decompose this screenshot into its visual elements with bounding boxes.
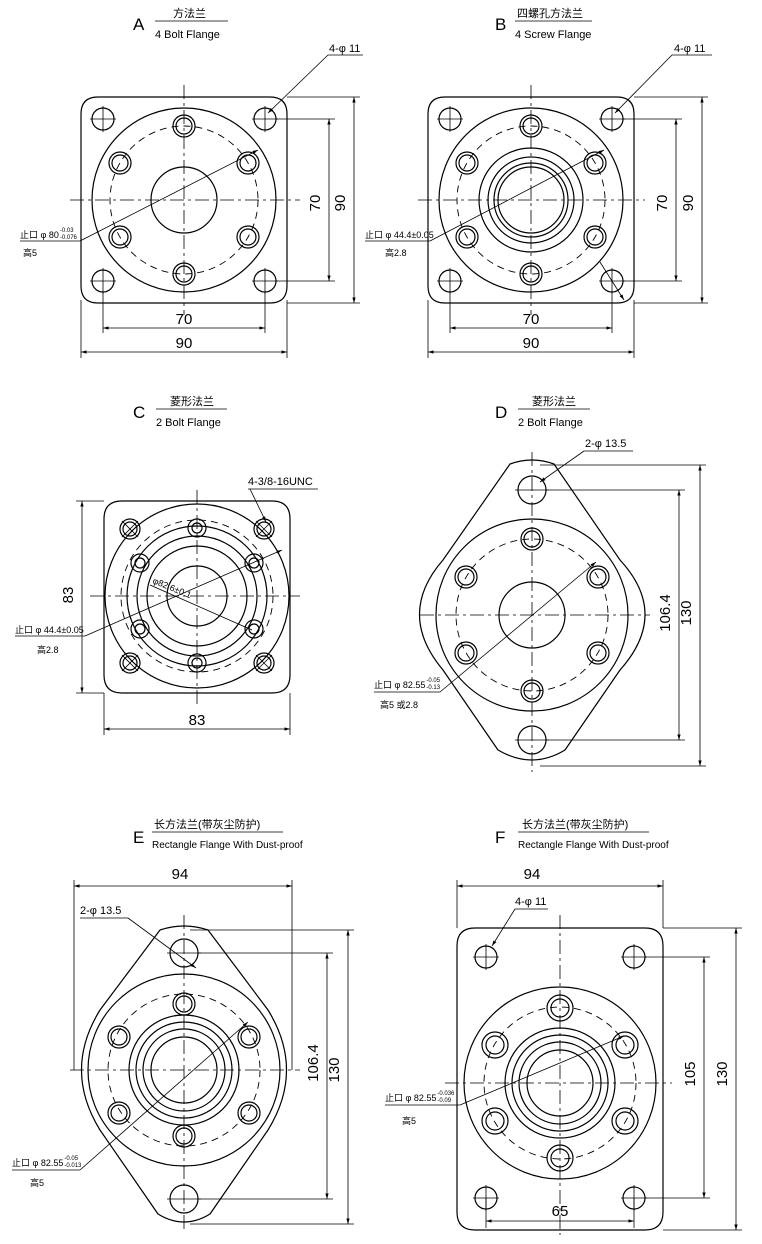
panel-f-letter: F — [495, 828, 505, 847]
panel-e-title-cn: 长方法兰(带灰尘防护) — [154, 817, 260, 831]
panel-a-title-en: 4 Bolt Flange — [155, 29, 220, 41]
panel-c-bolt-holes — [130, 518, 264, 673]
panel-a-holes-label: 4-φ 11 — [329, 43, 360, 55]
panel-b: B 四螺孔方法兰 4 Screw Flange 4-φ 11 — [365, 6, 712, 358]
panel-b-bolt-holes — [455, 114, 607, 286]
panel-f-title-en: Rectangle Flange With Dust-proof — [518, 840, 669, 851]
panel-f-bolt-circle — [483, 1006, 637, 1160]
panel-c-title-en: 2 Bolt Flange — [156, 417, 221, 429]
panel-b-dim-v-outer: 90 — [680, 195, 697, 212]
panel-e-pilot-height: 高5 — [30, 1177, 44, 1188]
panel-e-pilot-tolerance: -0.05-0.013 — [64, 1156, 82, 1169]
panel-a-dim-v-inner: 70 — [307, 195, 324, 212]
panel-e-letter: E — [133, 828, 144, 847]
panel-b-dim-v-inner: 70 — [654, 195, 671, 212]
panel-b-dim-h-outer: 90 — [523, 335, 540, 352]
panel-a-title-cn: 方法兰 — [173, 6, 206, 20]
panel-a-pilot-label: 止口 φ 80 — [20, 229, 59, 240]
panel-d-dim-v-outer: 130 — [678, 600, 695, 625]
panel-f-dim-h: 94 — [524, 866, 541, 883]
panel-e: E 长方法兰(带灰尘防护) Rectangle Flange With Dust… — [12, 817, 354, 1230]
panel-c-dim-h: 83 — [189, 712, 206, 729]
panel-f-dim-v-outer: 130 — [714, 1061, 731, 1086]
panel-a-pilot-tolerance: -0.03-0.076 — [60, 228, 78, 241]
panel-d-pilot-label: 止口 φ 82.55 — [374, 679, 425, 690]
panel-b-letter: B — [495, 15, 506, 34]
panel-e-title-en: Rectangle Flange With Dust-proof — [152, 840, 303, 851]
panel-c-letter: C — [133, 403, 145, 422]
panel-b-pilot-height: 高2.8 — [385, 247, 407, 258]
panel-a-dim-v-outer: 90 — [332, 195, 349, 212]
panel-b-pilot-label: 止口 φ 44.4±0.05 — [365, 229, 434, 240]
panel-b-dim-h-inner: 70 — [523, 311, 540, 328]
panel-f-dim-v-inner: 105 — [682, 1061, 699, 1086]
panel-f-title-cn: 长方法兰(带灰尘防护) — [522, 817, 628, 831]
panel-c-title-cn: 菱形法兰 — [170, 394, 214, 408]
panel-f-bolt-holes — [481, 994, 639, 1172]
panel-f: F 长方法兰(带灰尘防护) Rectangle Flange With Dust… — [385, 817, 742, 1235]
panel-d-letter: D — [495, 403, 507, 422]
panel-e-dim-v-inner: 106.4 — [305, 1044, 322, 1082]
panel-d-pilot-tolerance: -0.05-0.13 — [426, 678, 440, 691]
panel-d-pilot-height: 高5 或2.8 — [380, 699, 418, 710]
panel-f-pilot-label: 止口 φ 82.55 — [385, 1092, 436, 1103]
panel-b-holes-label: 4-φ 11 — [674, 43, 705, 55]
panel-c-pilot-label: 止口 φ 44.4±0.05 — [15, 624, 84, 635]
panel-e-dim-v-outer: 130 — [326, 1057, 343, 1082]
panel-a-plate-outline — [80, 96, 288, 304]
panel-f-holes-label: 4-φ 11 — [515, 896, 546, 908]
panel-f-dim-h-bottom: 65 — [552, 1203, 569, 1220]
panel-a-dim-h-inner: 70 — [176, 311, 193, 328]
panel-d-bolt-holes — [454, 527, 610, 703]
panel-c-plate-outline — [103, 500, 291, 694]
panel-f-pilot-tolerance: -0.036-0.09 — [437, 1091, 455, 1104]
panel-e-dim-h: 94 — [172, 866, 189, 883]
panel-f-pilot-height: 高5 — [402, 1115, 416, 1126]
panel-e-pilot-label: 止口 φ 82.55 — [12, 1157, 63, 1168]
panel-c-pilot-height: 高2.8 — [37, 644, 59, 655]
panel-a-dim-h-outer: 90 — [176, 335, 193, 352]
panel-a-bolt-holes — [108, 114, 260, 286]
panel-b-title-cn: 四螺孔方法兰 — [517, 6, 583, 20]
panel-d-holes-label: 2-φ 13.5 — [585, 438, 626, 450]
panel-c-dim-v: 83 — [60, 587, 77, 604]
panel-b-plate-outline — [427, 96, 635, 304]
panel-f-plate-outline — [456, 927, 664, 1231]
panel-c-holes-label: 4-3/8-16UNC — [248, 476, 313, 488]
panel-c: C 菱形法兰 2 Bolt Flange 4-3/8-16UNC — [15, 394, 318, 735]
panel-a-pilot-height: 高5 — [23, 247, 37, 258]
panel-d-title-cn: 菱形法兰 — [532, 394, 576, 408]
panel-a: A 方法兰 4 Bolt Flange 4-φ 11 — [20, 6, 363, 358]
panel-d: D 菱形法兰 2 Bolt Flange 2-φ 13.5 止口 φ 82.55… — [374, 394, 706, 772]
panel-d-plate-outline — [418, 459, 646, 761]
panel-e-plate-outline — [80, 925, 288, 1223]
panel-d-dim-v-inner: 106.4 — [657, 594, 674, 632]
panel-d-title-en: 2 Bolt Flange — [518, 417, 583, 429]
panel-e-bolt-holes — [107, 992, 261, 1148]
panel-a-letter: A — [133, 15, 145, 34]
panel-b-title-en: 4 Screw Flange — [515, 29, 591, 41]
panel-c-corner-holes — [119, 518, 275, 674]
panel-e-bolt-circle — [107, 993, 261, 1147]
panel-e-holes-label: 2-φ 13.5 — [80, 905, 121, 917]
